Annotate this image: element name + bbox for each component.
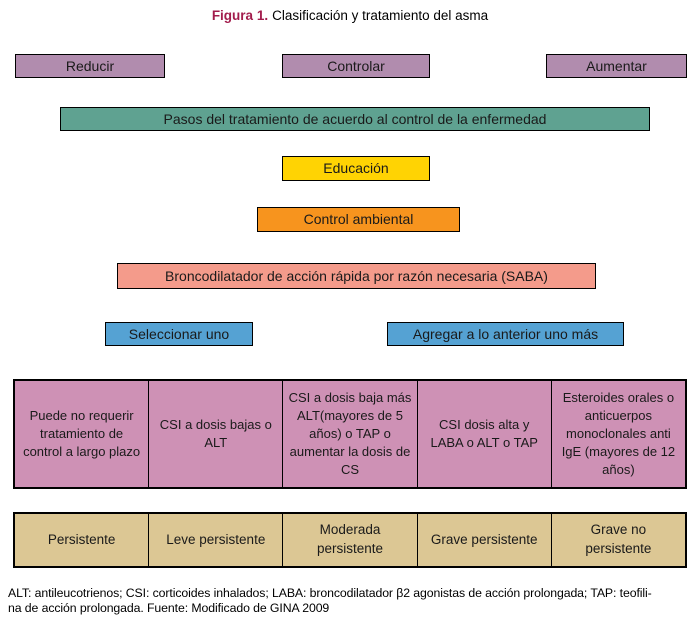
box-seleccionar-uno: Seleccionar uno [105, 322, 253, 346]
severity-cell-5: Grave no persistente [551, 514, 686, 566]
band-treatment-steps: Pasos del tratamiento de acuerdo al cont… [60, 107, 650, 131]
box-reducir: Reducir [15, 54, 165, 78]
box-aumentar: Aumentar [546, 54, 687, 78]
severity-cell-3: Moderada persistente [283, 514, 418, 566]
treatment-table: Puede no requerir tratamiento de control… [13, 379, 687, 489]
footnote-line-2: na de acción prolongada. Fuente: Modific… [8, 601, 330, 615]
box-controlar: Controlar [282, 54, 430, 78]
severity-table: Persistente Leve persistente Moderada pe… [13, 512, 687, 568]
figure-number-label: Figura 1. [211, 8, 269, 23]
figure-title-text: Clasificación y tratamiento del asma [272, 8, 489, 23]
severity-cell-2: Leve persistente [149, 514, 284, 566]
treatment-cell-2: CSI a dosis bajas o ALT [149, 381, 284, 487]
treatment-cell-3: CSI a dosis baja más ALT(mayores de 5 añ… [283, 381, 418, 487]
box-control-ambiental: Control ambiental [257, 207, 460, 232]
band-broncodilatador-saba: Broncodilatador de acción rápida por raz… [117, 263, 596, 289]
treatment-cell-5: Esteroides orales o anticuerpos monoclon… [551, 381, 686, 487]
figure-title: Figura 1.Clasificación y tratamiento del… [0, 8, 700, 23]
treatment-cell-4: CSI dosis alta y LABA o ALT o TAP [417, 381, 552, 487]
box-agregar-anterior: Agregar a lo anterior uno más [387, 322, 624, 346]
box-educacion: Educación [282, 156, 430, 181]
abbreviations-footnote: ALT: antileucotrienos; CSI: corticoides … [8, 586, 696, 616]
severity-cell-4: Grave persistente [417, 514, 552, 566]
treatment-cell-1: Puede no requerir tratamiento de control… [15, 381, 150, 487]
footnote-line-1: ALT: antileucotrienos; CSI: corticoides … [8, 586, 652, 600]
severity-cell-1: Persistente [15, 514, 150, 566]
